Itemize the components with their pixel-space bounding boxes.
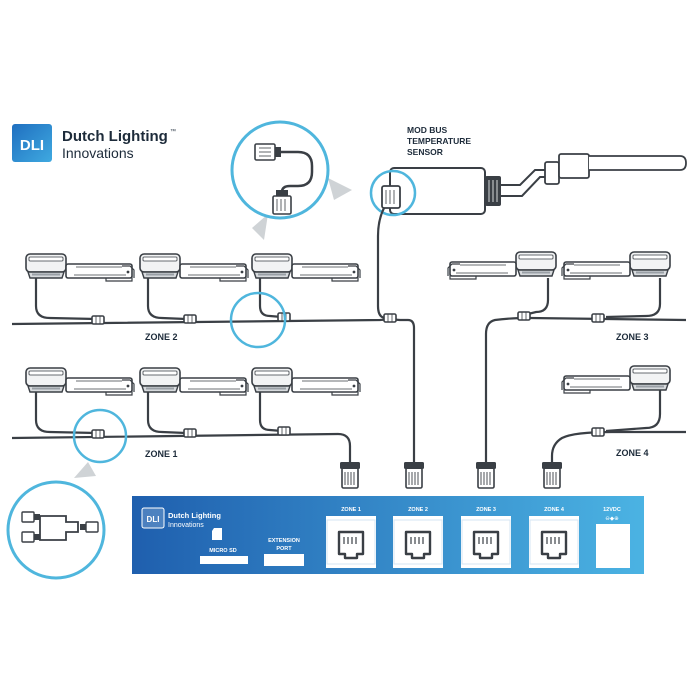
sensor-highlight-circle — [369, 169, 417, 217]
splitter-callout — [6, 462, 106, 580]
zone4-label: ZONE 4 — [616, 448, 649, 458]
power-port[interactable]: 12VDC ⊖◆⊕ — [596, 507, 630, 568]
panel-brand-line1: Dutch Lighting — [168, 511, 221, 520]
zone2-fixtures — [25, 253, 361, 282]
brand-name-line1: Dutch Lighting — [62, 128, 168, 145]
extension-label-line1: EXTENSION — [268, 538, 300, 544]
micro-sd-label: MICRO SD — [209, 548, 237, 554]
brand-logo-text: DLI — [20, 137, 44, 154]
port-zone1[interactable]: ZONE 1 — [325, 507, 377, 568]
port-zone3[interactable]: ZONE 3 — [460, 507, 512, 568]
port-zone4-label: ZONE 4 — [544, 507, 565, 513]
extension-label-line2: PORT — [276, 546, 292, 552]
micro-sd-slot — [200, 556, 248, 564]
port-zone2-label: ZONE 2 — [408, 507, 428, 513]
micro-sd-icon — [212, 528, 222, 540]
zone4-fixtures — [562, 366, 670, 393]
brand-trademark: ™ — [170, 128, 176, 135]
zone1-label: ZONE 1 — [145, 449, 178, 459]
brand-logo: DLI — [12, 124, 52, 162]
brand-name-line2: Innovations — [62, 145, 134, 161]
panel-brand-line2: Innovations — [168, 522, 204, 529]
zone2-highlight-circle — [229, 291, 287, 349]
port-zone2[interactable]: ZONE 2 — [392, 507, 444, 568]
temperature-sensor — [381, 153, 687, 215]
zone3-label: ZONE 3 — [616, 332, 649, 342]
cables — [11, 207, 687, 462]
power-polarity-icon: ⊖◆⊕ — [605, 516, 618, 522]
power-label: 12VDC — [603, 507, 621, 513]
zone1-fixtures — [25, 367, 361, 396]
port-zone4[interactable]: ZONE 4 — [528, 507, 580, 568]
zone3-fixtures — [448, 252, 670, 279]
extension-port — [264, 554, 304, 566]
sensor-label-line1: MOD BUS — [407, 125, 447, 135]
zone2-label: ZONE 2 — [145, 332, 178, 342]
panel-logo-text: DLI — [147, 515, 160, 524]
sensor-label-line3: SENSOR — [407, 147, 443, 157]
cable-callout — [230, 120, 352, 240]
zone1-highlight-circle — [72, 408, 128, 464]
port-zone3-label: ZONE 3 — [476, 507, 496, 513]
sensor-label-line2: TEMPERATURE — [407, 136, 471, 146]
port-zone1-label: ZONE 1 — [341, 507, 361, 513]
